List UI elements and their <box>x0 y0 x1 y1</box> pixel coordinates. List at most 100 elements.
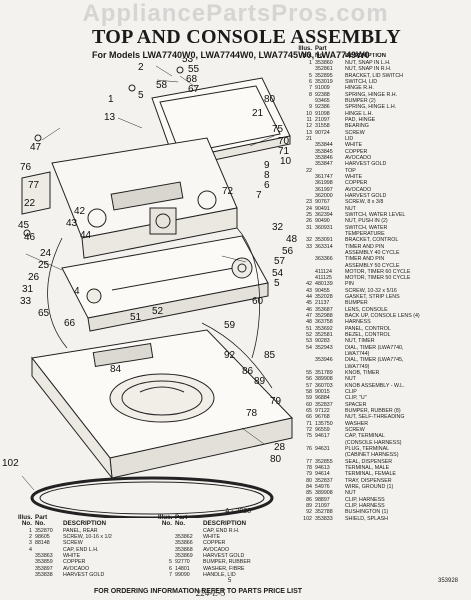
description: BUMPER (2) <box>345 97 376 104</box>
table-row: ASSEMBLY 40 CYCLE <box>298 250 470 256</box>
col-pno: No. <box>175 520 186 528</box>
callout: 59 <box>224 320 236 331</box>
part-no: 97122 <box>315 408 330 415</box>
part-no: 353897 <box>35 565 53 572</box>
callout: 70 <box>278 136 290 147</box>
col-part: Part <box>35 514 48 521</box>
callout: 45 <box>18 220 30 231</box>
part-no: 353845 <box>315 148 333 155</box>
callout: 31 <box>22 284 34 295</box>
illus-no: 11 <box>306 116 313 123</box>
part-no: 90015 <box>315 389 330 396</box>
bottom-header-right: Illus. Part <box>158 514 298 521</box>
description: NUT <box>345 490 356 497</box>
callout: 72 <box>222 186 234 197</box>
description: SHIELD, SPLASH <box>345 515 388 522</box>
description: BUMPER, RUBBER (8) <box>345 408 401 415</box>
illus-no: 85 <box>306 490 312 497</box>
illus-no: 92 <box>306 509 312 516</box>
description: NUT, SNAP IN R.H. <box>345 66 392 73</box>
description: SWITCH, WATER <box>345 224 388 231</box>
table-row: (CABINET HARNESS) <box>298 452 470 458</box>
description: BUMPER <box>345 300 368 307</box>
exploded-diagram: 53 55 68 67 1 2 5 58 47 13 76 77 21 80 7… <box>2 58 298 518</box>
callout: 67 <box>188 84 200 95</box>
description: AVOCADO <box>345 186 372 193</box>
illus-no: 55 <box>306 370 312 377</box>
bottom-header-right-2: No. No. DESCRIPTION <box>158 520 298 528</box>
illus-no: 22 <box>306 167 312 174</box>
description: SCREW <box>63 540 83 547</box>
part-no: 91009 <box>315 85 330 92</box>
part-no: 96768 <box>315 414 330 421</box>
description: (CABINET HARNESS) <box>345 452 399 459</box>
illus-no: 44 <box>306 294 312 301</box>
description: PANEL, CONTROL <box>345 325 391 332</box>
part-no: 99090 <box>175 571 190 578</box>
part-no: 21137 <box>315 300 330 307</box>
description: HINGE L.H. <box>345 110 373 117</box>
illus-no: 10 <box>306 110 312 117</box>
description: CAP, END L.H. <box>63 546 99 553</box>
part-no: 353844 <box>315 142 333 149</box>
col-no: No. <box>161 520 172 528</box>
description: SCREW <box>345 129 365 136</box>
part-no: 90283 <box>315 338 330 345</box>
table-row: LWA7744) <box>298 351 470 357</box>
part-no: 363758 <box>315 319 333 326</box>
description: KNOB, TIMER <box>345 370 380 377</box>
callout: 56 <box>282 246 294 257</box>
col-pno: No. <box>315 53 325 59</box>
table-row: TEMPERATURE <box>298 231 470 237</box>
table-row: 22 TOP <box>298 168 470 174</box>
description: SPRING, HINGE L.H. <box>345 104 397 111</box>
callout: 58 <box>156 80 168 91</box>
description: MOTOR, TIMER 60 CYCLE <box>345 268 411 275</box>
description: HARVEST GOLD <box>63 571 105 578</box>
description: TERMINAL, MALE <box>345 465 390 471</box>
part-no: 361998 <box>315 180 333 187</box>
description: CLIP, HARNESS <box>345 502 385 509</box>
description: AVOCADO <box>203 546 230 553</box>
part-no: 353866 <box>175 540 193 547</box>
description: CLIP <box>345 389 357 396</box>
description: AVOCADO <box>345 154 372 161</box>
illus-no: 5 <box>309 72 312 79</box>
description: NUT <box>345 376 356 383</box>
description: SCREW <box>345 427 365 434</box>
part-no: 353091 <box>315 237 333 244</box>
part-no: 98897 <box>315 496 330 503</box>
part-no: 360931 <box>315 224 333 231</box>
part-no: 360703 <box>315 382 333 389</box>
watermark: AppliancePartsPros.com <box>82 0 389 27</box>
part-no: 90767 <box>315 199 330 206</box>
bottom-header-left-2: No. No. DESCRIPTION <box>18 520 158 527</box>
description: TOP <box>345 167 356 174</box>
description: NUT, SNAP IN L.H. <box>345 60 391 66</box>
description: SWITCH, WATER LEVEL <box>345 211 406 218</box>
